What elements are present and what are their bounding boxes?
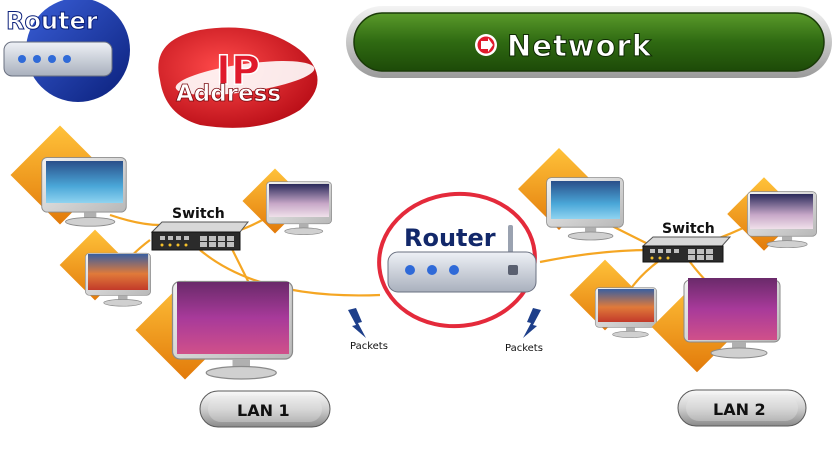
computer-icon <box>242 168 332 235</box>
lan1-badge: LAN 1 <box>199 390 331 428</box>
led-icon <box>18 55 26 63</box>
packets-right-label: Packets <box>505 343 543 354</box>
packets-left-label: Packets <box>350 341 388 352</box>
packets-left: Packets <box>348 308 388 352</box>
ip-address-logo: IP Address <box>158 27 318 128</box>
switch-right-label: Switch <box>662 221 715 237</box>
router-label: Router <box>404 224 496 252</box>
computer-icon <box>517 147 624 241</box>
computer-icon <box>569 259 658 338</box>
lightning-icon <box>523 308 541 338</box>
lan2-badge: LAN 2 <box>677 389 807 427</box>
address-label: Address <box>176 81 281 107</box>
router-logo: Router <box>3 0 130 102</box>
computer-icon <box>651 278 781 373</box>
lan1-computers <box>10 125 332 380</box>
lan2-label: LAN 2 <box>713 400 766 419</box>
antenna-icon <box>508 225 513 253</box>
packets-right: Packets <box>505 308 543 354</box>
network-banner[interactable]: Network <box>346 6 832 78</box>
computer-icon <box>10 125 127 227</box>
computer-icon <box>135 280 294 380</box>
router-central: Router <box>377 191 537 329</box>
led-icon <box>405 265 415 275</box>
computer-icon <box>59 229 152 307</box>
switch-left: Switch <box>150 206 250 251</box>
lightning-icon <box>348 308 366 338</box>
computer-icon <box>727 177 817 251</box>
switch-right: Switch <box>641 221 732 263</box>
switch-left-label: Switch <box>172 206 225 222</box>
lan1-label: LAN 1 <box>237 401 290 420</box>
lan2-computers <box>517 147 817 373</box>
banner-label: Network <box>507 29 652 63</box>
router-logo-label: Router <box>6 7 98 35</box>
ip-label: IP <box>216 48 260 94</box>
